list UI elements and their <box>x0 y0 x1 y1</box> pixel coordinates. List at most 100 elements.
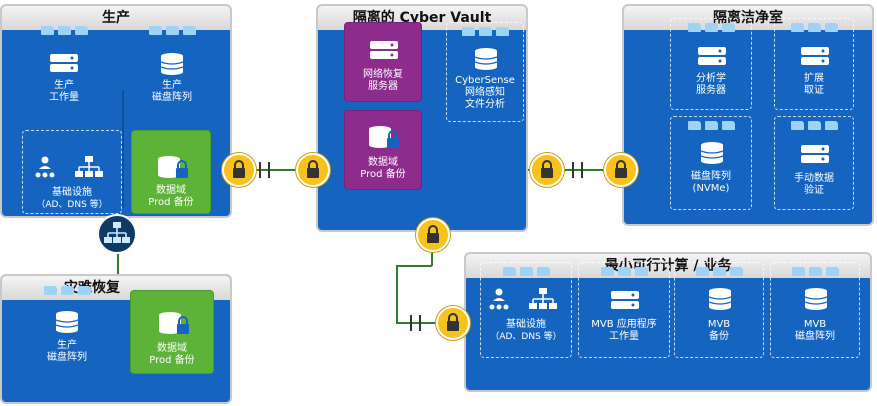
node-label: MVB 应用程序 <box>591 319 657 330</box>
node-label: MVB <box>707 319 731 330</box>
node-label: 扩展 <box>804 73 824 84</box>
node-label: 分析学 <box>696 73 726 84</box>
node-label: (NVMe) <box>692 183 730 194</box>
lock-icon[interactable] <box>604 153 638 187</box>
lock-icon[interactable] <box>530 153 564 187</box>
dr-storage-node[interactable]: 生产 磁盘阵列 <box>22 282 112 374</box>
node-label: （AD、DNS 等） <box>490 332 562 342</box>
node-label: 网络恢复 <box>363 69 403 80</box>
cleanroom-analytics-node[interactable]: 分析学 服务器 <box>670 18 752 110</box>
storage-icon <box>160 53 184 75</box>
dr-panel: 灾难恢复 生产 磁盘阵列 数据域 Prod 备份 <box>0 274 232 404</box>
folder-icon <box>671 121 751 136</box>
link-vault-to-mvb-h <box>396 265 432 267</box>
node-label: 基础设施 <box>52 187 92 198</box>
folder-icon <box>22 286 112 301</box>
server-icon <box>50 54 78 72</box>
mvb-backup-node[interactable]: MVB 备份 <box>674 262 764 358</box>
mvb-app-node[interactable]: MVB 应用程序 工作量 <box>578 262 670 358</box>
air-gap-bar <box>268 162 270 178</box>
air-gap-bar <box>419 315 421 331</box>
node-label: 生产 <box>57 340 77 351</box>
vault-recovery-server-node[interactable]: 网络恢复 服务器 <box>344 22 422 102</box>
server-icon <box>698 47 726 65</box>
folder-icon <box>675 267 763 282</box>
node-label: Prod 备份 <box>148 197 194 208</box>
node-label: 验证 <box>804 185 824 196</box>
node-label: 数据域 <box>156 185 186 196</box>
storage-icon <box>708 288 732 310</box>
node-label: 磁盘阵列 <box>691 171 731 182</box>
node-label: 工作量 <box>49 92 79 103</box>
link-prod-to-vault <box>232 169 317 171</box>
air-gap-bar <box>259 162 261 178</box>
network-icon <box>35 156 103 178</box>
lock-icon[interactable] <box>436 306 470 340</box>
prod-divider <box>122 90 124 208</box>
mvb-infra-node[interactable]: 基础设施 （AD、DNS 等） <box>480 262 572 358</box>
node-label: 数据域 <box>368 157 398 168</box>
storage-icon <box>474 48 498 70</box>
air-gap-bar <box>581 162 583 178</box>
storage-lock-icon <box>158 156 188 178</box>
folder-icon <box>579 267 669 282</box>
storage-lock-icon <box>159 312 189 334</box>
link-vault-to-mvb-h2 <box>396 322 466 324</box>
storage-lock-icon <box>369 126 399 148</box>
storage-icon <box>804 288 828 310</box>
node-label: 手动数据 <box>794 173 834 184</box>
production-data-domain-node[interactable]: 数据域 Prod 备份 <box>131 130 211 214</box>
dr-data-domain-node[interactable]: 数据域 Prod 备份 <box>130 290 214 374</box>
cleanroom-manual-node[interactable]: 手动数据 验证 <box>774 116 854 210</box>
lock-icon[interactable] <box>416 218 450 252</box>
link-vault-to-cleanroom <box>528 169 624 171</box>
folder-icon <box>775 121 853 136</box>
storage-icon <box>700 142 724 164</box>
replication-hub-icon[interactable] <box>97 214 137 254</box>
node-label: 服务器 <box>368 81 398 92</box>
node-label: MVB <box>803 319 827 330</box>
air-gap-bar <box>572 162 574 178</box>
vault-data-domain-node[interactable]: 数据域 Prod 备份 <box>344 110 422 190</box>
production-workload-node[interactable]: 生产 工作量 <box>22 22 106 126</box>
node-label: 服务器 <box>696 85 726 96</box>
folder-icon <box>127 26 217 41</box>
node-label: 生产 <box>162 80 182 91</box>
production-panel: 生产 生产 工作量 生产 磁盘阵列 基础设施 （AD、DNS 等） <box>0 4 232 218</box>
vault-cybersense-node[interactable]: CyberSense 网络感知 文件分析 <box>446 22 524 122</box>
lock-icon[interactable] <box>296 153 330 187</box>
node-label: 基础设施 <box>506 319 546 330</box>
storage-icon <box>55 311 79 333</box>
node-label: 取证 <box>804 85 824 96</box>
server-icon <box>801 47 829 65</box>
vault-panel: 隔离的 Cyber Vault 网络恢复 服务器 CyberSense 网络感知… <box>316 4 528 232</box>
node-label: 磁盘阵列 <box>795 331 835 342</box>
mvb-storage-node[interactable]: MVB 磁盘阵列 <box>770 262 860 358</box>
server-icon <box>611 291 639 309</box>
node-label: 数据域 <box>157 343 187 354</box>
air-gap-bar <box>410 315 412 331</box>
node-label: CyberSense <box>455 75 515 86</box>
node-label: （AD、DNS 等） <box>36 200 108 210</box>
node-label: 磁盘阵列 <box>152 92 192 103</box>
folder-icon <box>481 267 571 282</box>
folder-icon <box>447 27 523 42</box>
server-icon <box>801 145 829 163</box>
network-icon <box>489 288 557 310</box>
node-label: Prod 备份 <box>149 355 195 366</box>
production-storage-node[interactable]: 生产 磁盘阵列 <box>127 22 217 126</box>
node-label: 备份 <box>709 331 729 342</box>
cleanroom-extend-node[interactable]: 扩展 取证 <box>774 18 854 110</box>
server-icon <box>370 41 398 59</box>
mvb-panel: 最小可行计算 / 业务 基础设施 （AD、DNS 等） MVB 应用程序 工作量… <box>464 252 872 392</box>
lock-icon[interactable] <box>222 153 256 187</box>
node-label: 磁盘阵列 <box>47 352 87 363</box>
production-infra-node[interactable]: 基础设施 （AD、DNS 等） <box>22 130 122 214</box>
node-label: 文件分析 <box>465 99 505 110</box>
folder-icon <box>775 23 853 38</box>
folder-icon <box>671 23 751 38</box>
node-label: Prod 备份 <box>360 169 406 180</box>
cleanroom-storage-node[interactable]: 磁盘阵列 (NVMe) <box>670 116 752 210</box>
link-vault-to-mvb-v2 <box>396 265 398 323</box>
node-label: 网络感知 <box>465 87 505 98</box>
